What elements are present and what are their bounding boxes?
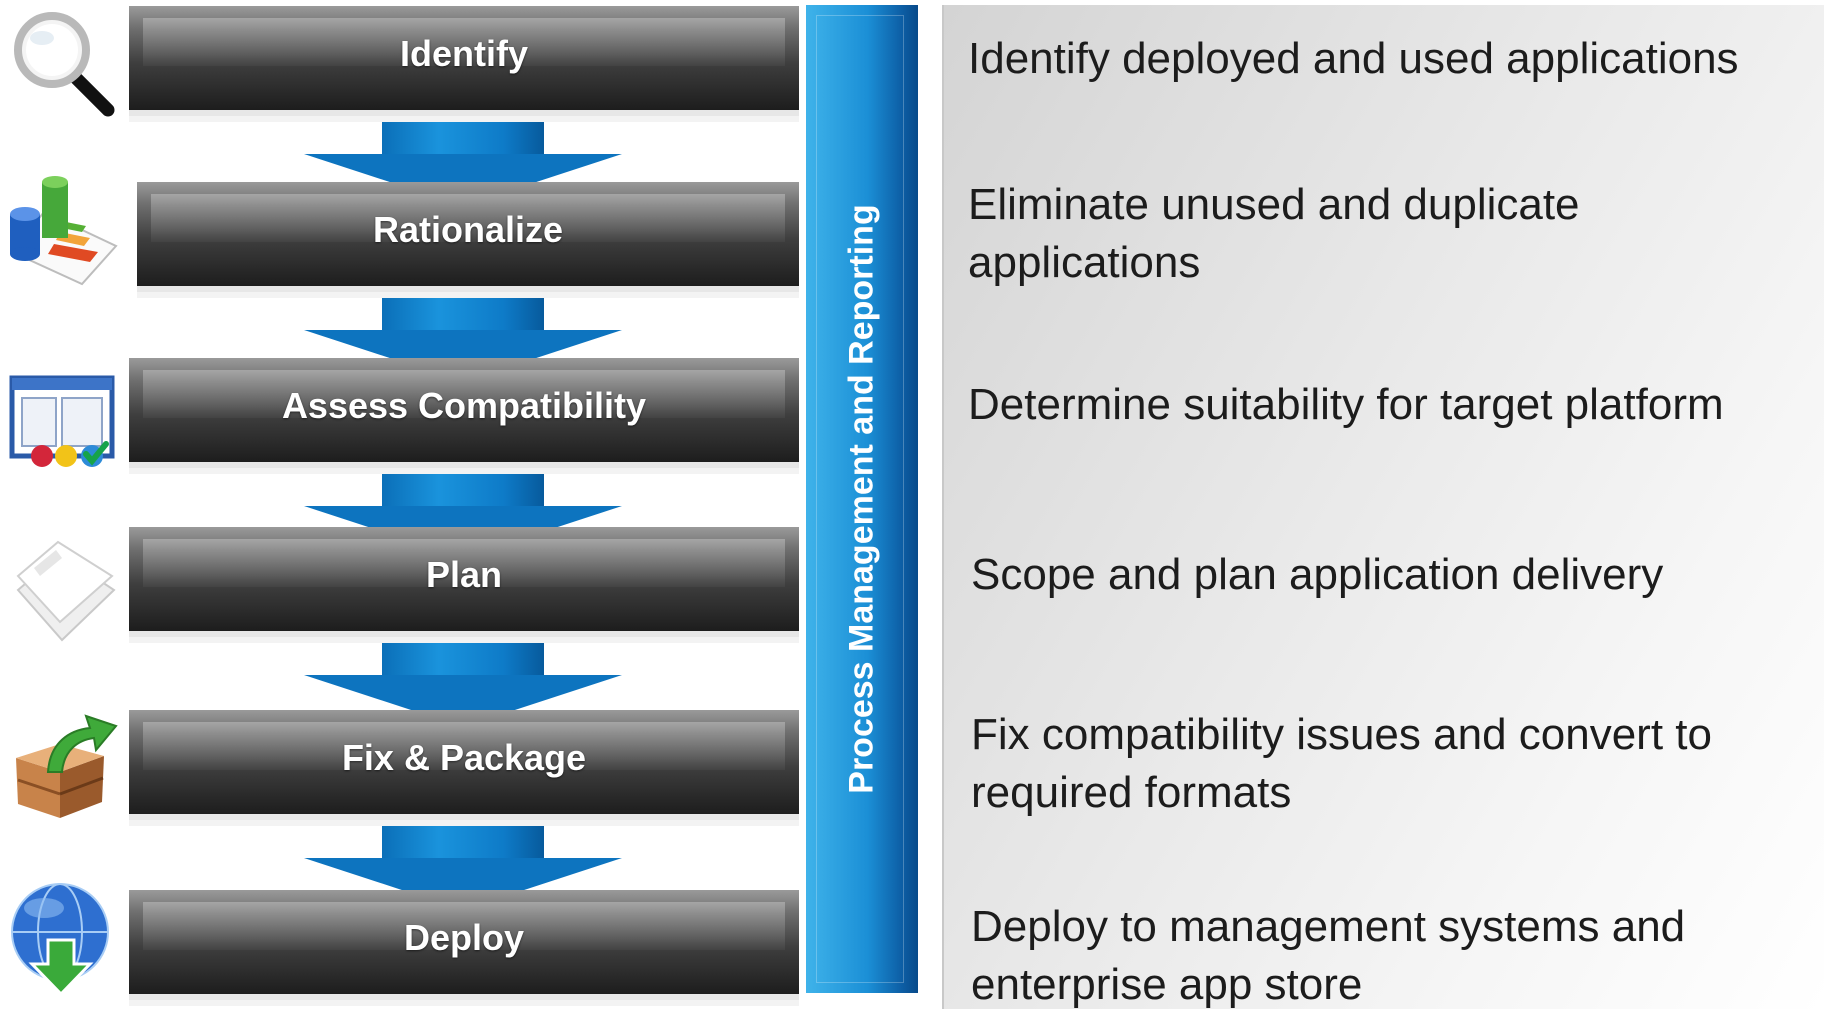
stage-rationalize: Rationalize xyxy=(137,182,799,286)
stage-description-identify: Identify deployed and used applications xyxy=(968,34,1739,83)
stage-description-plan: Scope and plan application delivery xyxy=(971,550,1664,599)
stage-fix-package: Fix & Package xyxy=(129,710,799,814)
globe-download-icon xyxy=(11,883,109,996)
stage-label: Fix & Package xyxy=(341,737,587,778)
stage-description-rationalize: Eliminate unused and duplicate applicati… xyxy=(968,180,1580,287)
stage-description-fix-package: Fix compatibility issues and convert to … xyxy=(971,710,1712,817)
stage-label: Assess Compatibility xyxy=(281,385,647,426)
stage-description-deploy: Deploy to management systems and enterpr… xyxy=(971,902,1686,1009)
stage-plan: Plan xyxy=(129,527,799,631)
package-arrow-icon xyxy=(16,714,118,818)
stage-deploy: Deploy xyxy=(129,890,799,994)
stage-label: Plan xyxy=(425,554,503,595)
stage-identify: Identify xyxy=(129,6,799,110)
magnifier-icon xyxy=(14,12,115,117)
stage-label: Identify xyxy=(399,33,528,74)
description-panel xyxy=(942,5,1824,1009)
stage-assess-compatibility: Assess Compatibility xyxy=(129,358,799,462)
process-flow: Identify Rationalize Assess Compatibilit… xyxy=(0,0,800,1009)
stage-label: Deploy xyxy=(403,917,525,958)
documents-icon xyxy=(16,540,116,642)
bar-label: Process Management and Reporting xyxy=(842,204,881,794)
window-checklist-icon xyxy=(9,375,115,467)
database-chart-icon xyxy=(10,176,118,286)
stage-description-assess-compatibility: Determine suitability for target platfor… xyxy=(968,380,1724,429)
stage-label: Rationalize xyxy=(372,209,564,250)
process-management-bar: Process Management and Reporting xyxy=(806,5,918,993)
